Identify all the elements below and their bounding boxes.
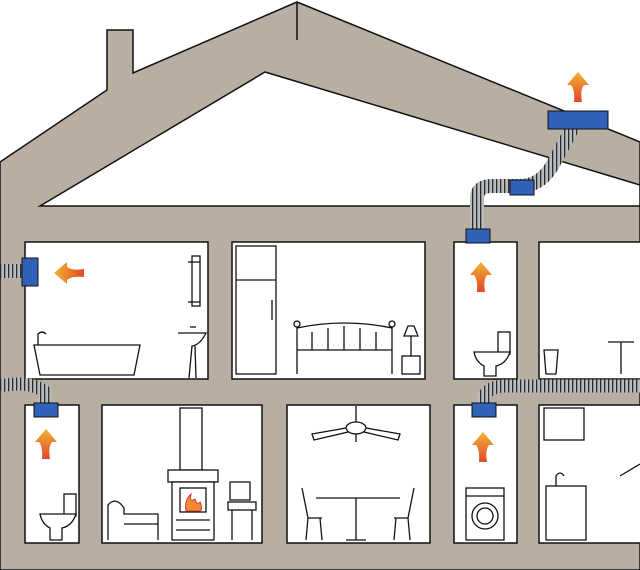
wardrobe [235, 245, 277, 375]
flex-duct-left [0, 377, 52, 404]
waste-bin [543, 349, 559, 375]
extractor-unit-icon [465, 228, 491, 244]
extractor-unit-icon [33, 402, 59, 418]
fire-flame-icon [185, 492, 202, 512]
bedside-lamp [401, 325, 421, 375]
washing-machine [465, 487, 505, 541]
toilet-upper [473, 331, 511, 377]
extractor-unit-icon [471, 402, 497, 418]
extractor-unit-icon [21, 257, 39, 287]
bathroom-sink [178, 326, 208, 379]
pedestal-sink [608, 341, 634, 374]
bathtub [33, 331, 141, 376]
tv-on-stand [227, 481, 257, 540]
flex-duct-right [477, 379, 640, 404]
towel-rail [188, 255, 201, 307]
extractor-unit-icon [509, 179, 535, 196]
fireplace [167, 407, 219, 541]
bed [293, 320, 396, 374]
airflow-arrow-icon [567, 72, 589, 102]
vent-units [21, 110, 609, 418]
armchair [107, 500, 159, 540]
kitchen-cabinets [543, 407, 640, 541]
toilet-lower [39, 493, 77, 541]
flex-duct-main [470, 121, 581, 238]
dining-chairs [301, 487, 415, 541]
dining-table [316, 497, 400, 541]
ceiling-fan-icon [311, 406, 401, 442]
attic-space [37, 71, 640, 207]
furniture [33, 245, 640, 541]
roof-vent-icon [547, 110, 609, 130]
